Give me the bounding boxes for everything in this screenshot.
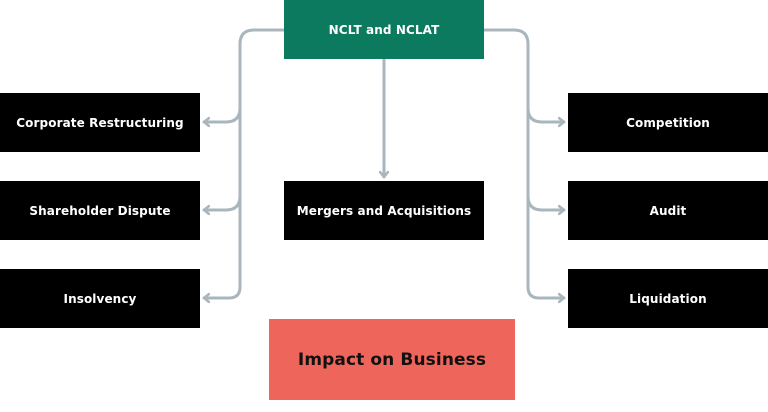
node-shareholder-dispute: Shareholder Dispute — [0, 181, 200, 240]
connector-right-2 — [526, 194, 566, 210]
root-node: NCLT and NCLAT — [284, 0, 484, 59]
node-corporate-restructuring: Corporate Restructuring — [0, 93, 200, 152]
connector-left-2 — [202, 194, 242, 210]
connector-left-trunk — [227, 28, 286, 300]
node-mergers-and-acquisitions: Mergers and Acquisitions — [284, 181, 484, 240]
connector-right-trunk — [482, 28, 541, 300]
node-liquidation: Liquidation — [568, 269, 768, 328]
node-audit: Audit — [568, 181, 768, 240]
node-insolvency: Insolvency — [0, 269, 200, 328]
connector-right-1 — [526, 106, 566, 122]
node-competition: Competition — [568, 93, 768, 152]
connector-left-1 — [202, 106, 242, 122]
footer-node-impact-on-business: Impact on Business — [269, 319, 515, 400]
